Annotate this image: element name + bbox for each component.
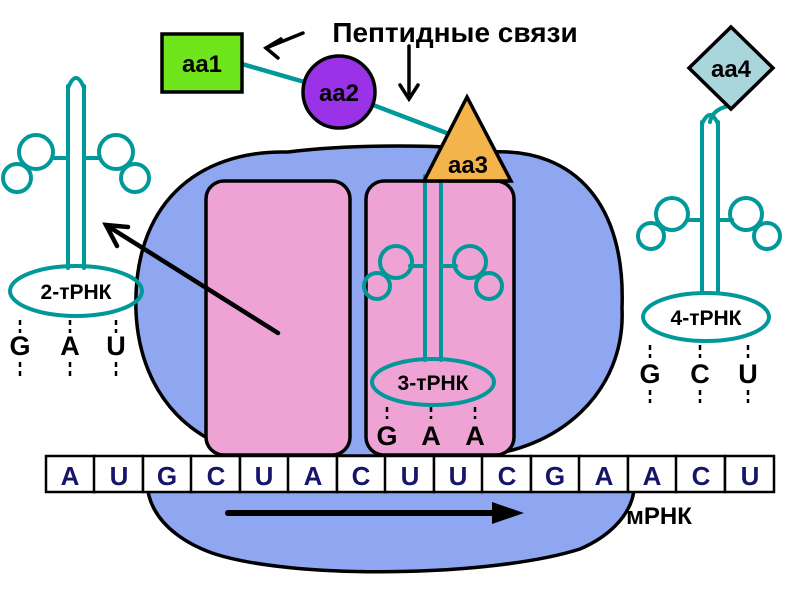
trna-3: 3-тРНК G A A <box>362 174 504 451</box>
trna-2-stem-cap <box>66 76 86 90</box>
trna-2-left-loop2 <box>1 162 33 194</box>
trna-2-right-loop2 <box>119 162 151 194</box>
mrna-letter: U <box>401 461 420 491</box>
mrna-cell <box>432 454 485 494</box>
trna-3-right-loop2 <box>474 271 504 301</box>
mrna-letter: U <box>255 461 274 491</box>
trna-4-ticks-top <box>648 345 750 358</box>
direction-arrow <box>225 502 524 524</box>
trna-2-stem <box>66 84 86 270</box>
trna-4-ticks-bottom <box>648 390 750 403</box>
trna-3-ticks-top <box>385 407 477 419</box>
trna-2-anticodon-1: G <box>9 331 30 361</box>
trna-4-right-loop <box>728 196 764 232</box>
aa4-shape <box>686 24 776 112</box>
trna-3-label-bubble <box>370 357 496 407</box>
mrna-cell <box>723 454 776 494</box>
mrna-letter: G <box>157 461 177 491</box>
mrna-letter: C <box>207 461 226 491</box>
trna-2-label-bubble <box>8 264 144 318</box>
binding-site-p <box>204 179 352 457</box>
trna-3-anticodon-2: A <box>421 421 441 451</box>
mrna-cell <box>674 454 727 494</box>
mrna-cell <box>286 454 339 494</box>
aa3-label: aa3 <box>448 152 488 179</box>
mrna-cell <box>92 454 145 494</box>
mrna-letter: U <box>741 461 760 491</box>
trna-2-label: 2-тРНК <box>41 281 112 304</box>
trna-4-stem <box>700 120 720 295</box>
trna-4-label: 4-тРНК <box>671 307 742 330</box>
trna-4-anticodon-1: G <box>639 359 660 389</box>
trna-4: 4-тРНК G C U <box>636 104 782 403</box>
amino-acid-aa1: aa1 <box>160 32 244 94</box>
mrna-strip: A U G C U A C U U C G A A C U <box>44 454 776 494</box>
aa1-shape <box>160 32 244 94</box>
aa3-shape <box>421 93 514 183</box>
trna-2-ticks-bottom <box>18 362 118 376</box>
trna-3-label: 3-тРНК <box>398 372 469 395</box>
trna-3-left-loop <box>378 244 414 280</box>
exit-arrow-head <box>102 222 131 249</box>
exit-arrow <box>102 222 281 336</box>
mrna-letter: G <box>545 461 565 491</box>
mrna-letter: A <box>595 461 614 491</box>
trna-4-label-bubble <box>641 291 771 343</box>
aa2-shape <box>301 54 377 130</box>
aa2-label: aa2 <box>319 80 359 107</box>
mrna-letter: A <box>61 461 80 491</box>
trna-4-anticodon-3: U <box>738 359 758 389</box>
mrna-letter: C <box>692 461 711 491</box>
title-arrow-down-head <box>398 83 420 103</box>
aa4-label: aa4 <box>711 56 752 83</box>
page-title: Пептидные связи <box>332 17 577 48</box>
trna-4-anticodon-2: C <box>690 359 710 389</box>
mrna-letter: U <box>449 461 468 491</box>
trna-2-anticodon-2: A <box>60 331 80 361</box>
ribosome <box>134 144 624 458</box>
mrna-cell <box>141 454 194 494</box>
trna-3-right-loop <box>452 244 488 280</box>
amino-acid-aa2: aa2 <box>301 54 377 130</box>
mrna-cell <box>529 454 582 494</box>
mrna-letter: U <box>110 461 129 491</box>
mrna-label: мРНК <box>626 503 692 530</box>
trna-3-anticodon-3: A <box>465 421 485 451</box>
trna-4-left-loop <box>654 196 690 232</box>
exit-arrow-shaft <box>103 222 281 336</box>
mrna-cell <box>335 454 388 494</box>
trna-2: 2-тРНК G A U <box>1 76 151 376</box>
trna-3-left-loop2 <box>362 271 392 301</box>
mrna-letter: A <box>643 461 662 491</box>
mrna-cell <box>189 454 242 494</box>
trna-2-right-loop <box>97 133 135 171</box>
trna-4-right-loop2 <box>752 221 782 251</box>
mrna-letter: C <box>498 461 517 491</box>
trna-2-left-loop <box>17 133 55 171</box>
mrna-cell <box>577 454 630 494</box>
trna-2-anticodon-3: U <box>106 331 126 361</box>
amino-acid-aa3: aa3 <box>421 93 514 183</box>
aa1-label: aa1 <box>182 51 222 78</box>
title-arrow-left-head <box>262 37 283 60</box>
mrna-letter: C <box>352 461 371 491</box>
amino-acid-aa4: aa4 <box>686 24 776 112</box>
mrna-cell <box>626 454 679 494</box>
title-group: Пептидные связи <box>262 17 578 103</box>
mrna-cell <box>383 454 436 494</box>
mrna-letter: A <box>304 461 323 491</box>
mrna-cell <box>44 454 97 494</box>
trna-2-ticks-top <box>18 320 118 333</box>
trna-4-left-loop2 <box>636 221 666 251</box>
direction-arrow-head <box>492 502 524 524</box>
trna-3-anticodon-1: G <box>376 421 397 451</box>
trna-4-connector <box>708 104 730 124</box>
